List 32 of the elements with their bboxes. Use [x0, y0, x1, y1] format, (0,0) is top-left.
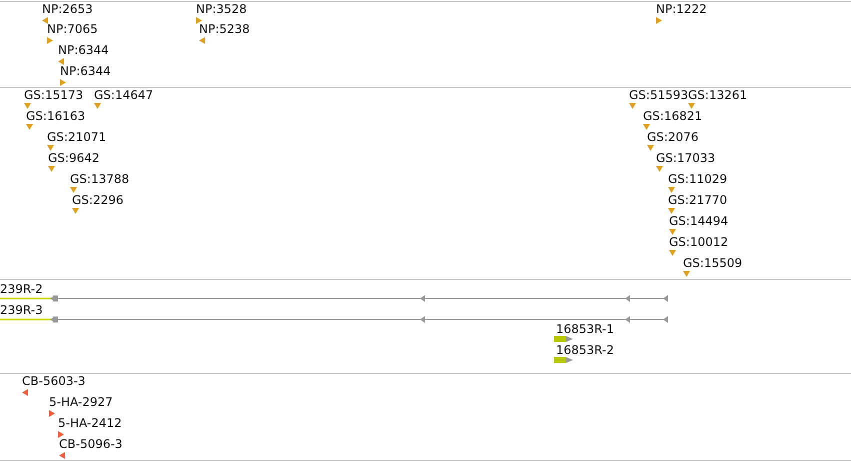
feature-label: GS:2076: [647, 130, 698, 144]
feature-label: GS:9642: [48, 151, 100, 165]
feature-label: GS:13261: [688, 88, 748, 102]
feature-label: 239R-2: [0, 282, 43, 296]
feature-label: GS:13788: [70, 172, 130, 186]
feature-label: GS:2296: [72, 193, 124, 207]
feature-label: GS:10012: [669, 235, 728, 249]
feature-label: 239R-3: [0, 303, 43, 317]
feature-label: NP:7065: [47, 22, 98, 36]
feature-label: GS:51593: [629, 88, 688, 102]
feature-label: CB-5603-3: [22, 374, 86, 388]
feature-label: 16853R-2: [556, 343, 614, 357]
feature-label: 5-HA-2927: [49, 395, 113, 409]
feature-label: GS:14647: [94, 88, 154, 102]
feature-label: GS:17033: [656, 151, 716, 165]
feature-label: NP:6344: [60, 64, 111, 78]
feature-label: 16853R-1: [556, 322, 614, 336]
feature-label: GS:14494: [669, 214, 728, 228]
feature-label: GS:11029: [668, 172, 728, 186]
feature-label: NP:5238: [199, 22, 250, 36]
feature-label: GS:15173: [24, 88, 84, 102]
feature-label: 5-HA-2412: [58, 416, 122, 430]
feature-label: NP:6344: [58, 43, 109, 57]
feature-label: NP:1222: [656, 2, 707, 16]
feature-label: GS:16821: [643, 109, 702, 123]
feature-label: NP:2653: [42, 2, 93, 16]
feature-label: GS:21770: [668, 193, 728, 207]
feature-label: NP:3528: [196, 2, 247, 16]
feature-label: GS:21071: [47, 130, 106, 144]
feature-label: GS:16163: [26, 109, 86, 123]
feature-label: GS:15509: [683, 256, 742, 270]
feature-label: CB-5096-3: [59, 437, 122, 451]
